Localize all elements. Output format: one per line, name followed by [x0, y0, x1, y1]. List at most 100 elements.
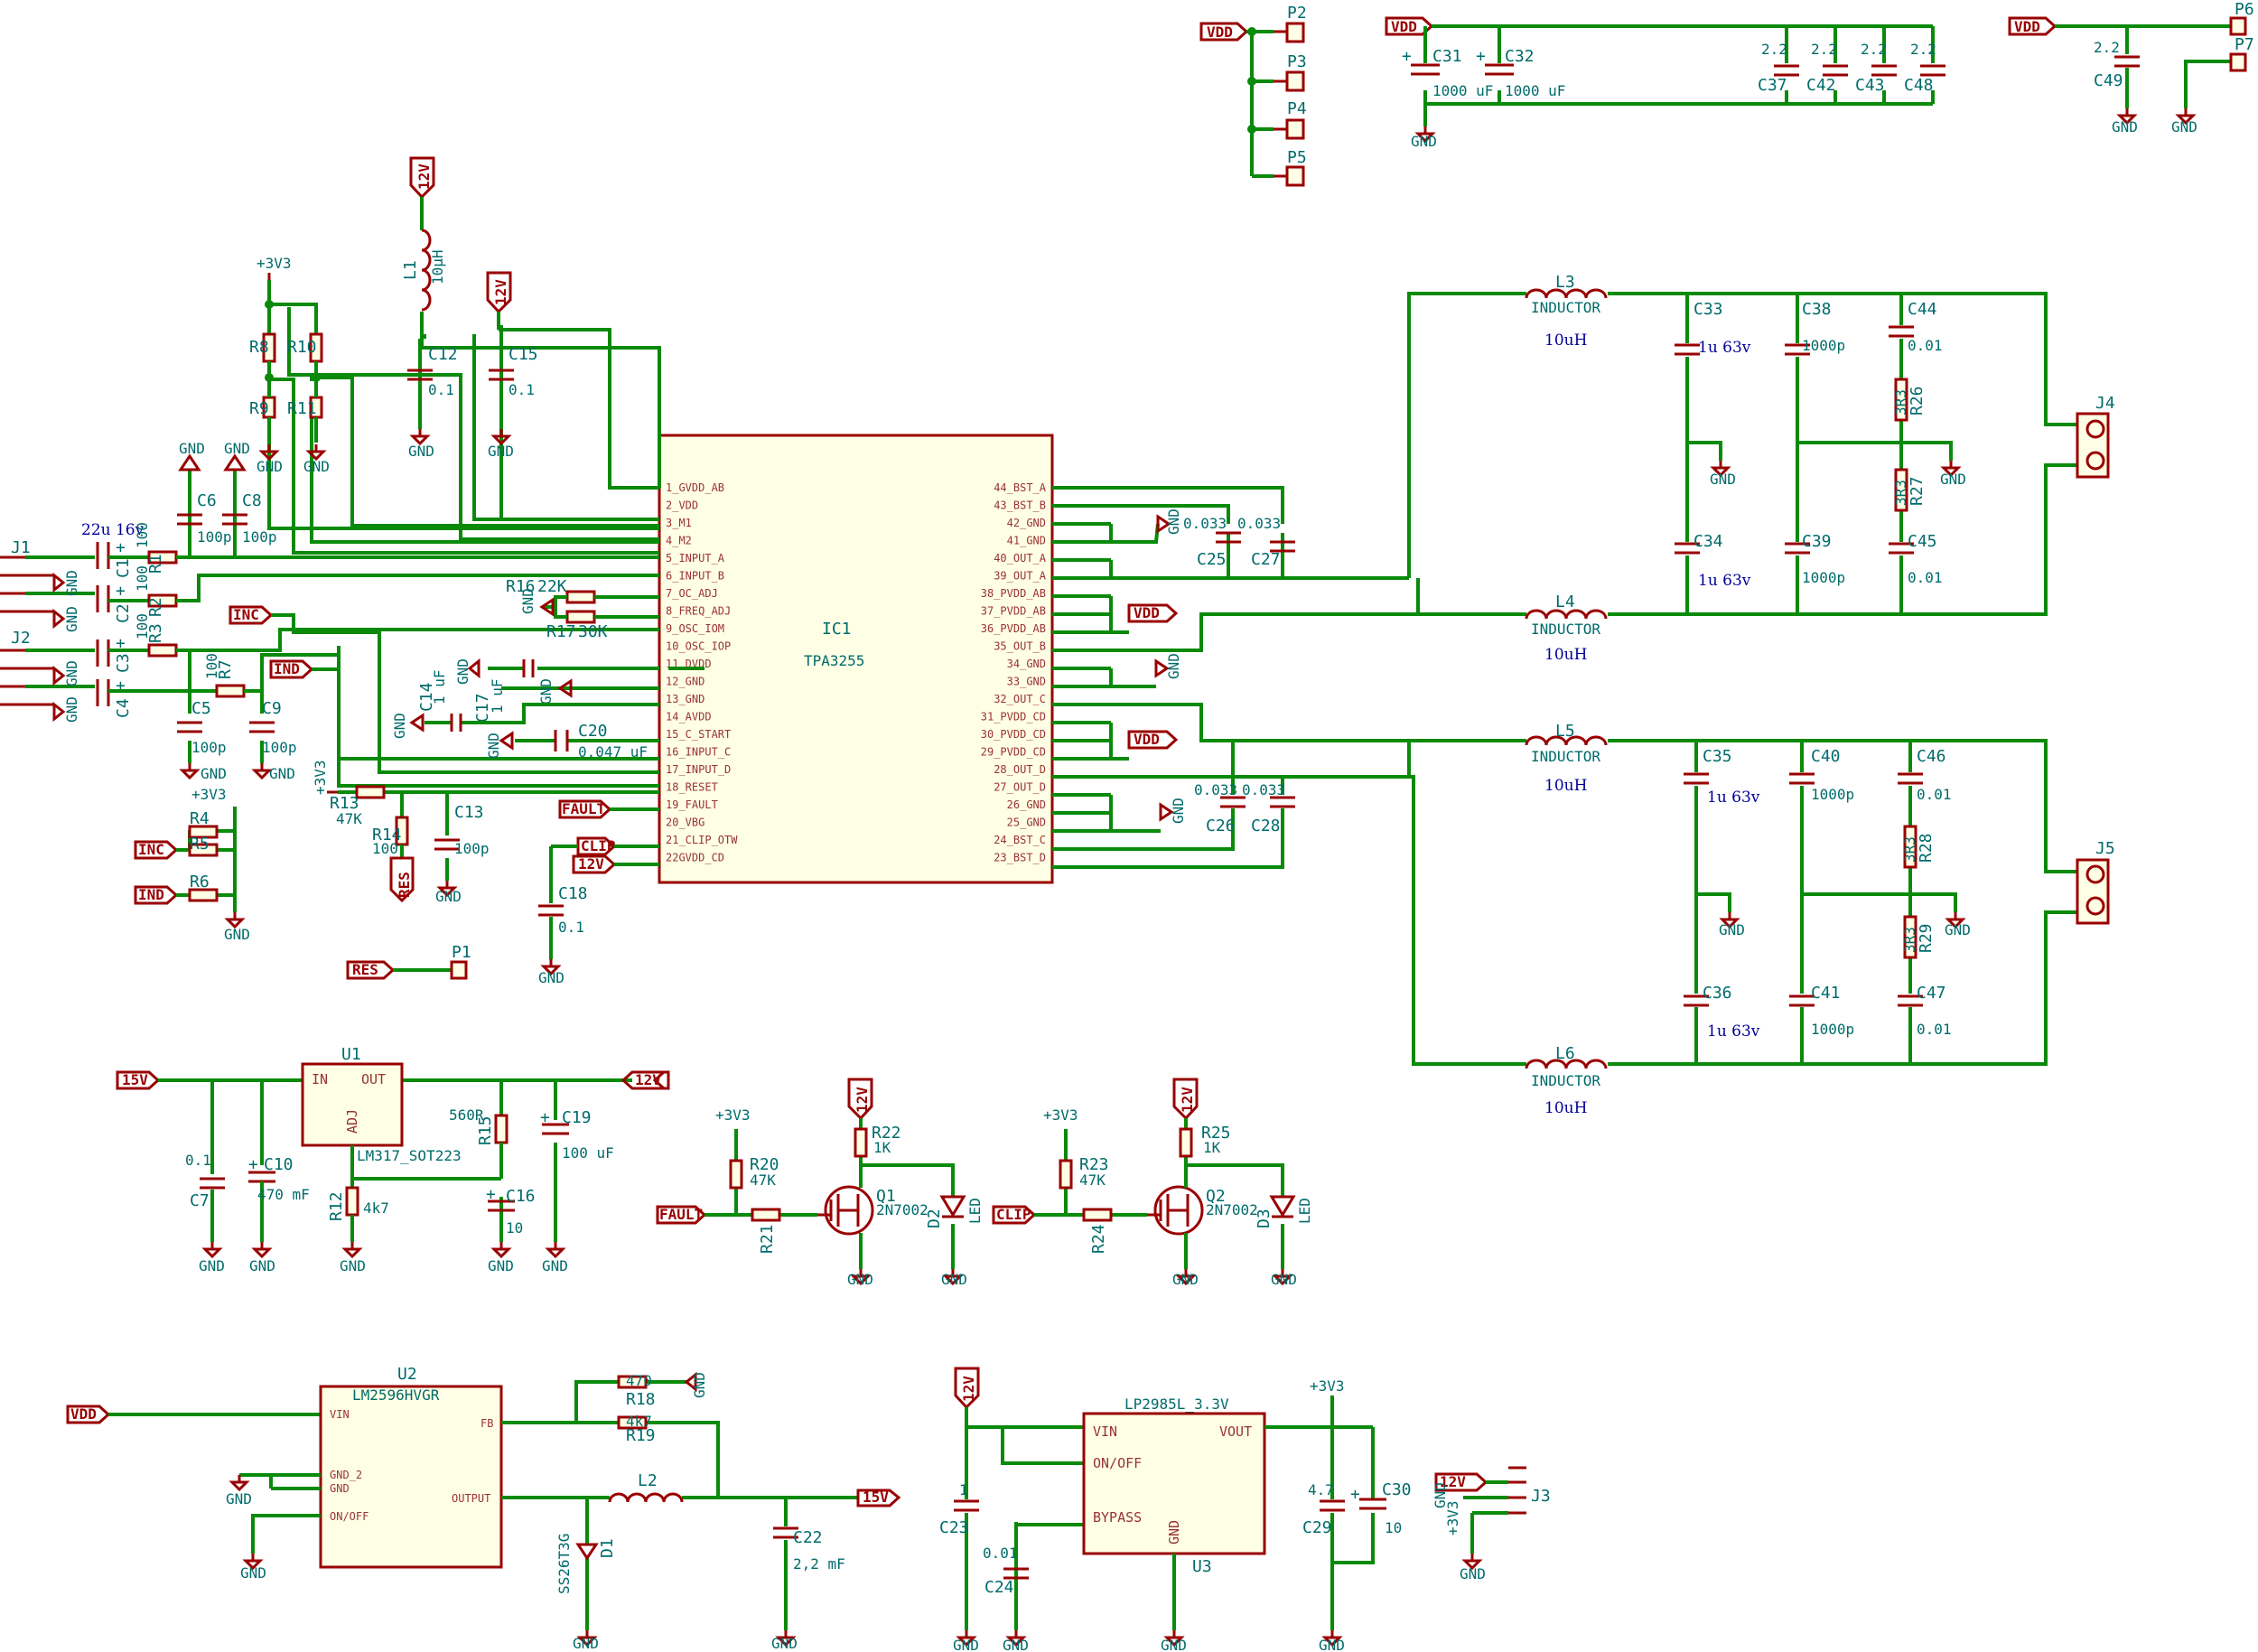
svg-text:C30: C30 [1382, 1480, 1412, 1499]
svg-text:C17: C17 [473, 693, 492, 723]
svg-text:10uH: 10uH [1544, 331, 1587, 350]
svg-text:GND: GND [179, 440, 205, 457]
ic1-pin-left: 15_C_START [666, 728, 731, 741]
c32-ref: C32 [1505, 47, 1535, 66]
svg-text:+: + [116, 634, 126, 653]
svg-text:10uH: 10uH [1544, 1099, 1587, 1117]
svg-text:LED: LED [966, 1198, 984, 1224]
ic1-pin-right: 37_PVDD_AB [981, 605, 1046, 618]
svg-text:1K: 1K [873, 1139, 891, 1156]
svg-text:12V: 12V [635, 1071, 661, 1088]
svg-text:0.033: 0.033 [1237, 515, 1281, 532]
svg-text:OUT: OUT [361, 1071, 386, 1087]
svg-text:VDD: VDD [2014, 18, 2040, 35]
p3-connector [1285, 70, 1305, 92]
l5-ref: L5 [1555, 722, 1575, 741]
svg-text:R5: R5 [190, 835, 210, 854]
svg-text:0.033: 0.033 [1194, 781, 1237, 798]
svg-text:GND: GND [1940, 471, 1966, 488]
inc-label: INC [233, 606, 259, 623]
vdd-net-label [1199, 22, 1249, 42]
ic1-pin-right: 29_PVDD_CD [981, 746, 1046, 759]
c5-ref: C5 [191, 699, 211, 718]
svg-text:+3V3: +3V3 [1043, 1106, 1078, 1124]
svg-text:GND: GND [1319, 1637, 1345, 1652]
j2-ref: J2 [11, 629, 31, 648]
svg-text:+: + [486, 1185, 496, 1204]
svg-text:1000p: 1000p [1802, 569, 1845, 586]
svg-text:ADJ: ADJ [344, 1109, 360, 1134]
svg-text:100p: 100p [242, 528, 277, 546]
ic1-pin-right: 35_OUT_B [994, 640, 1046, 653]
svg-text:C1: C1 [114, 558, 133, 578]
svg-text:IN: IN [312, 1071, 328, 1087]
svg-text:C4: C4 [114, 698, 133, 718]
svg-text:INDUCTOR: INDUCTOR [1531, 299, 1600, 316]
svg-text:2.2: 2.2 [1761, 41, 1787, 58]
ic1-pin-left: 7_OC_ADJ [666, 587, 718, 600]
svg-text:R19: R19 [626, 1426, 656, 1445]
svg-text:2.2: 2.2 [1861, 41, 1887, 58]
svg-text:GND: GND [408, 443, 434, 460]
c32-value: 1000 uF [1505, 82, 1565, 99]
c32-symbol [1485, 63, 1514, 76]
svg-text:GND: GND [771, 1635, 798, 1652]
svg-text:R10: R10 [287, 338, 317, 357]
svg-text:GND: GND [240, 1564, 266, 1582]
svg-text:VDD: VDD [1134, 604, 1160, 621]
c31-ref: C31 [1432, 47, 1462, 66]
svg-text:R22: R22 [872, 1124, 901, 1143]
svg-text:47K: 47K [1079, 1171, 1106, 1189]
svg-text:C13: C13 [454, 803, 484, 822]
c48-ref: C48 [1904, 76, 1934, 95]
ic1-pin-right: 42_GND [1007, 517, 1046, 529]
svg-text:0.033: 0.033 [1183, 515, 1227, 532]
ic1-pin-right: 41_GND [1007, 535, 1046, 547]
p4-connector [1285, 118, 1305, 140]
svg-text:R28: R28 [1917, 833, 1936, 863]
svg-text:GND: GND [2112, 118, 2138, 135]
svg-text:LP2985L_3.3V: LP2985L_3.3V [1124, 1395, 1229, 1413]
svg-text:10: 10 [506, 1219, 523, 1237]
svg-text:GND: GND [63, 660, 80, 686]
svg-text:C7: C7 [190, 1191, 210, 1210]
svg-text:R14: R14 [372, 826, 402, 845]
svg-text:GND: GND [485, 733, 502, 759]
svg-text:VIN: VIN [330, 1408, 350, 1421]
ic1-pin-left: 17_INPUT_D [666, 763, 731, 776]
c31-value: 1000 uF [1432, 82, 1493, 99]
input-section: J1 J2 GND GND GND GND ++ ++ 22u 16v C1 C… [0, 440, 659, 782]
u1-body [301, 1062, 404, 1147]
svg-text:+: + [1476, 47, 1486, 66]
ic1-pin-right: 28_OUT_D [994, 763, 1046, 776]
c8-ref: C8 [242, 491, 262, 510]
vdd-label-text: VDD [1207, 23, 1233, 41]
svg-text:GND: GND [1161, 1637, 1187, 1652]
ic1-pin-left: 21_CLIP_OTW [666, 834, 738, 846]
ic1-pin-right: 23_BST_D [994, 852, 1046, 864]
svg-text:IND: IND [138, 886, 164, 903]
svg-text:30K: 30K [578, 622, 608, 641]
svg-text:15V: 15V [122, 1071, 148, 1088]
svg-text:3R3: 3R3 [1901, 836, 1918, 863]
svg-text:0.01: 0.01 [1908, 337, 1943, 354]
svg-text:0.047 uF: 0.047 uF [578, 743, 648, 761]
ic1-pin-right: 26_GND [1007, 798, 1046, 811]
svg-text:GND_2: GND_2 [330, 1469, 362, 1481]
ic1-pin-left: 8_FREQ_ADJ [666, 605, 731, 618]
svg-text:C35: C35 [1703, 747, 1732, 766]
svg-text:GND: GND [519, 588, 537, 614]
p6-connector [2229, 16, 2247, 36]
svg-text:1000p: 1000p [1802, 337, 1845, 354]
svg-text:GND: GND [953, 1637, 979, 1652]
svg-text:C36: C36 [1703, 984, 1732, 1003]
svg-text:LM317_SOT223: LM317_SOT223 [357, 1147, 462, 1164]
ic1-pin-right: 44_BST_A [994, 481, 1047, 494]
c31-symbol [1411, 63, 1440, 76]
ic-right-nets: GND 0.033 0.033 C25 C27 VDD GND VDD GND … [1052, 486, 1427, 869]
ic1-ref: IC1 [822, 620, 852, 639]
svg-text:C18: C18 [558, 884, 588, 903]
p2-ref: P2 [1287, 4, 1307, 23]
svg-text:C44: C44 [1908, 300, 1937, 319]
